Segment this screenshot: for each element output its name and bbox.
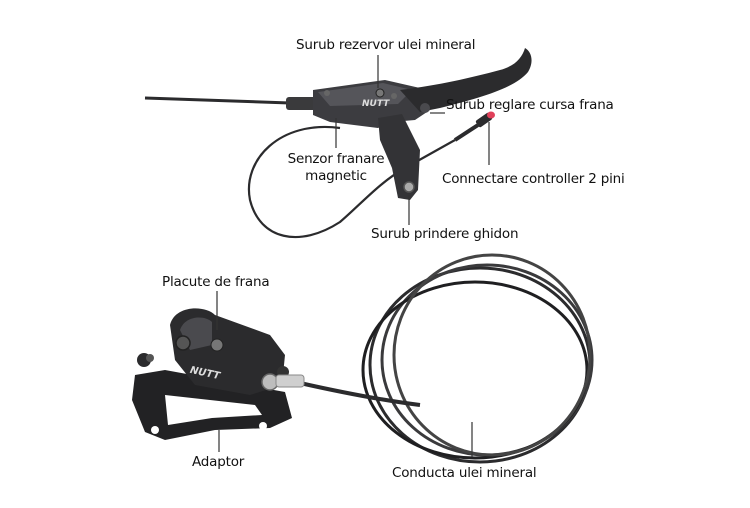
label-controller-connector: Connectare controller 2 pini [442, 171, 625, 187]
label-adaptor: Adaptor [192, 454, 245, 470]
lever-blade [400, 48, 532, 112]
reservoir-screw-icon [375, 88, 385, 98]
label-brake-sensor: Senzor franare magnetic [280, 151, 392, 185]
label-lever-reach-screw: Surub reglare cursa frana [446, 97, 614, 113]
connector-tip-icon [487, 111, 495, 119]
lever-logo: NUTT [362, 99, 390, 109]
leader-lines [216, 55, 490, 457]
brake-lever-assembly: NUTT [144, 48, 532, 239]
hose-coil [299, 253, 594, 464]
clamp-arm [378, 114, 420, 200]
label-handlebar-clamp-screw: Surub prindere ghidon [371, 226, 519, 242]
hose-stub [144, 96, 291, 105]
sensor-cable [247, 125, 456, 239]
label-brake-pads: Placute de frana [162, 274, 270, 290]
label-reservoir-screw: Surub rezervor ulei mineral [296, 37, 476, 53]
label-brake-sensor-line2: magnetic [305, 168, 367, 184]
brake-caliper: NUTT [132, 308, 305, 440]
label-mineral-oil-hose: Conducta ulei mineral [392, 465, 537, 481]
label-brake-sensor-line1: Senzor franare [287, 151, 385, 167]
